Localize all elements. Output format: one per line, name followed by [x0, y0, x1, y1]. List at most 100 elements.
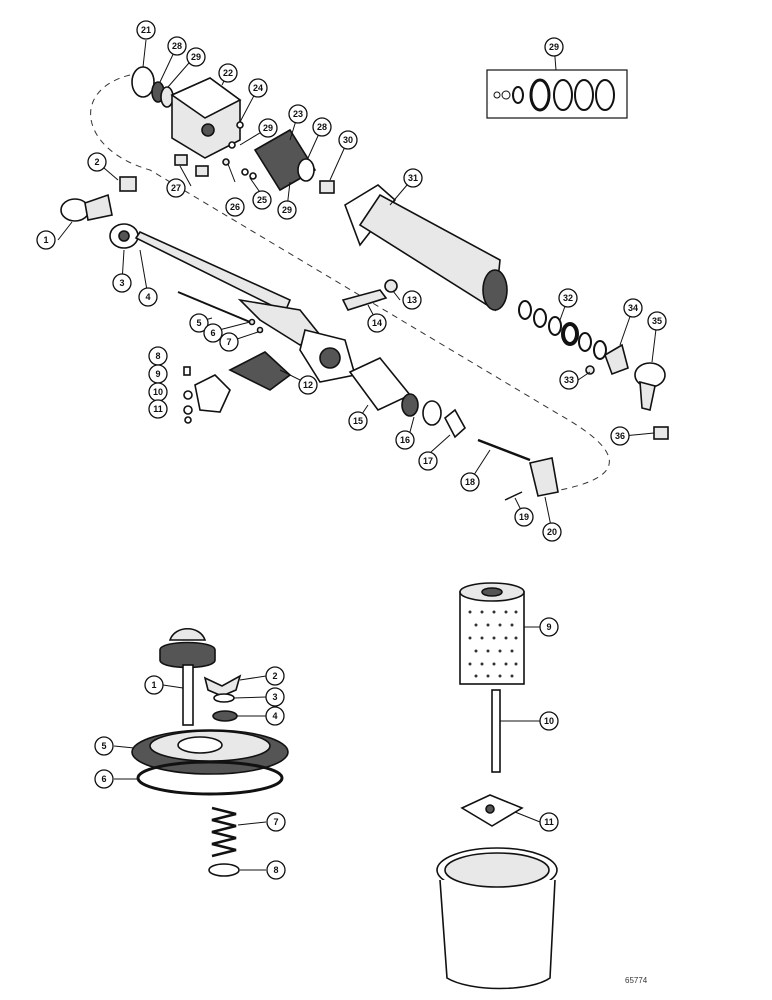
svg-text:27: 27: [171, 183, 181, 193]
svg-text:29: 29: [549, 42, 559, 52]
svg-text:29: 29: [191, 52, 201, 62]
part-30-nut: [319, 180, 335, 194]
svg-text:4: 4: [145, 292, 150, 302]
part-16-disc: [422, 400, 442, 426]
svg-text:2: 2: [272, 671, 277, 681]
part-26-pin: [222, 158, 230, 166]
part-9-washer: [183, 390, 193, 400]
svg-text:16: 16: [400, 435, 410, 445]
callout-35: 35: [647, 311, 667, 331]
callout-31: 31: [403, 168, 423, 188]
part-24-ring: [236, 121, 244, 129]
svg-text:10: 10: [544, 716, 554, 726]
bl-part-3-washer: [213, 693, 235, 703]
part-24-ring-b: [228, 141, 236, 149]
bl-callout-2: 2: [265, 666, 285, 686]
svg-text:5: 5: [196, 318, 201, 328]
part-35-stud: [639, 380, 656, 411]
callout-33: 33: [559, 370, 579, 390]
callout-22: 22: [218, 63, 238, 83]
bl-part-7-spring: [211, 806, 237, 858]
br-callout-11: 11: [539, 812, 559, 832]
part-7: [256, 326, 264, 334]
callout-15: 15: [348, 411, 368, 431]
part-8-screw: [183, 366, 191, 376]
callout-16: 16: [395, 430, 415, 450]
svg-text:32: 32: [563, 293, 573, 303]
part-36-nut: [653, 426, 669, 440]
svg-text:15: 15: [353, 416, 363, 426]
svg-text:3: 3: [272, 692, 277, 702]
bl-callout-5: 5: [94, 736, 114, 756]
callout-1: 1: [36, 230, 56, 250]
part-31-cylinder: [358, 193, 501, 312]
part-20-plug: [529, 457, 559, 497]
callout-32: 32: [558, 288, 578, 308]
svg-text:2: 2: [94, 157, 99, 167]
seal-kit-rings: [493, 78, 615, 112]
callout-26: 26: [225, 197, 245, 217]
part-25-ring-b: [249, 172, 257, 180]
part-4-piston-rod: [134, 230, 292, 314]
part-6: [248, 318, 256, 326]
callout-30: 30: [338, 130, 358, 150]
br-canister: [439, 879, 556, 990]
callout-29-b: 29: [258, 118, 278, 138]
bl-callout-1: 1: [144, 675, 164, 695]
svg-text:22: 22: [223, 68, 233, 78]
svg-text:3: 3: [119, 278, 124, 288]
svg-text:4: 4: [272, 711, 277, 721]
part-21-washer: [131, 66, 155, 98]
svg-text:8: 8: [155, 351, 160, 361]
svg-text:5: 5: [101, 741, 106, 751]
callout-10: 10: [148, 382, 168, 402]
callout-8: 8: [148, 346, 168, 366]
top-callouts: 21 28 29 22 24 29 23 28 30 2 27 26 25 29…: [36, 20, 667, 542]
svg-text:18: 18: [465, 477, 475, 487]
svg-text:26: 26: [230, 202, 240, 212]
br-part-10-stud: [491, 689, 501, 773]
svg-text:1: 1: [151, 680, 156, 690]
bl-part-1-stem: [182, 664, 194, 726]
callout-29-c: 29: [277, 200, 297, 220]
part-1-stud: [84, 193, 113, 221]
svg-text:12: 12: [303, 380, 313, 390]
part-27-nut: [174, 154, 188, 166]
bl-part-1-knob: [159, 641, 216, 669]
svg-text:17: 17: [423, 456, 433, 466]
callout-23: 23: [288, 104, 308, 124]
svg-text:13: 13: [407, 295, 417, 305]
bl-callout-8: 8: [266, 860, 286, 880]
callout-4: 4: [138, 287, 158, 307]
svg-text:10: 10: [153, 387, 163, 397]
svg-text:31: 31: [408, 173, 418, 183]
svg-text:28: 28: [172, 41, 182, 51]
part-14-stud: [341, 289, 388, 311]
callout-14: 14: [367, 313, 387, 333]
svg-text:9: 9: [546, 622, 551, 632]
svg-text:19: 19: [519, 512, 529, 522]
svg-text:23: 23: [293, 109, 303, 119]
part-13: [384, 279, 398, 293]
callout-24: 24: [248, 78, 268, 98]
bottom-right-callouts: 9 10 11: [500, 617, 559, 832]
br-callout-10: 10: [539, 711, 559, 731]
svg-text:7: 7: [273, 817, 278, 827]
bottom-left-callouts: 1 2 3 4 5 6 7 8: [94, 666, 286, 880]
svg-text:30: 30: [343, 135, 353, 145]
part-18-rod: [477, 438, 531, 462]
bl-part-4-seal: [212, 710, 238, 722]
callout-28: 28: [167, 36, 187, 56]
callout-21: 21: [136, 20, 156, 40]
svg-text:8: 8: [273, 865, 278, 875]
bl-callout-6: 6: [94, 769, 114, 789]
svg-text:7: 7: [226, 337, 231, 347]
callout-5: 5: [189, 313, 209, 333]
svg-text:25: 25: [257, 195, 267, 205]
bottom-right-assembly: [436, 582, 558, 990]
part-22-port: [201, 123, 215, 137]
svg-text:29: 29: [282, 205, 292, 215]
part-15-sleeve: [348, 357, 412, 412]
svg-text:33: 33: [564, 375, 574, 385]
